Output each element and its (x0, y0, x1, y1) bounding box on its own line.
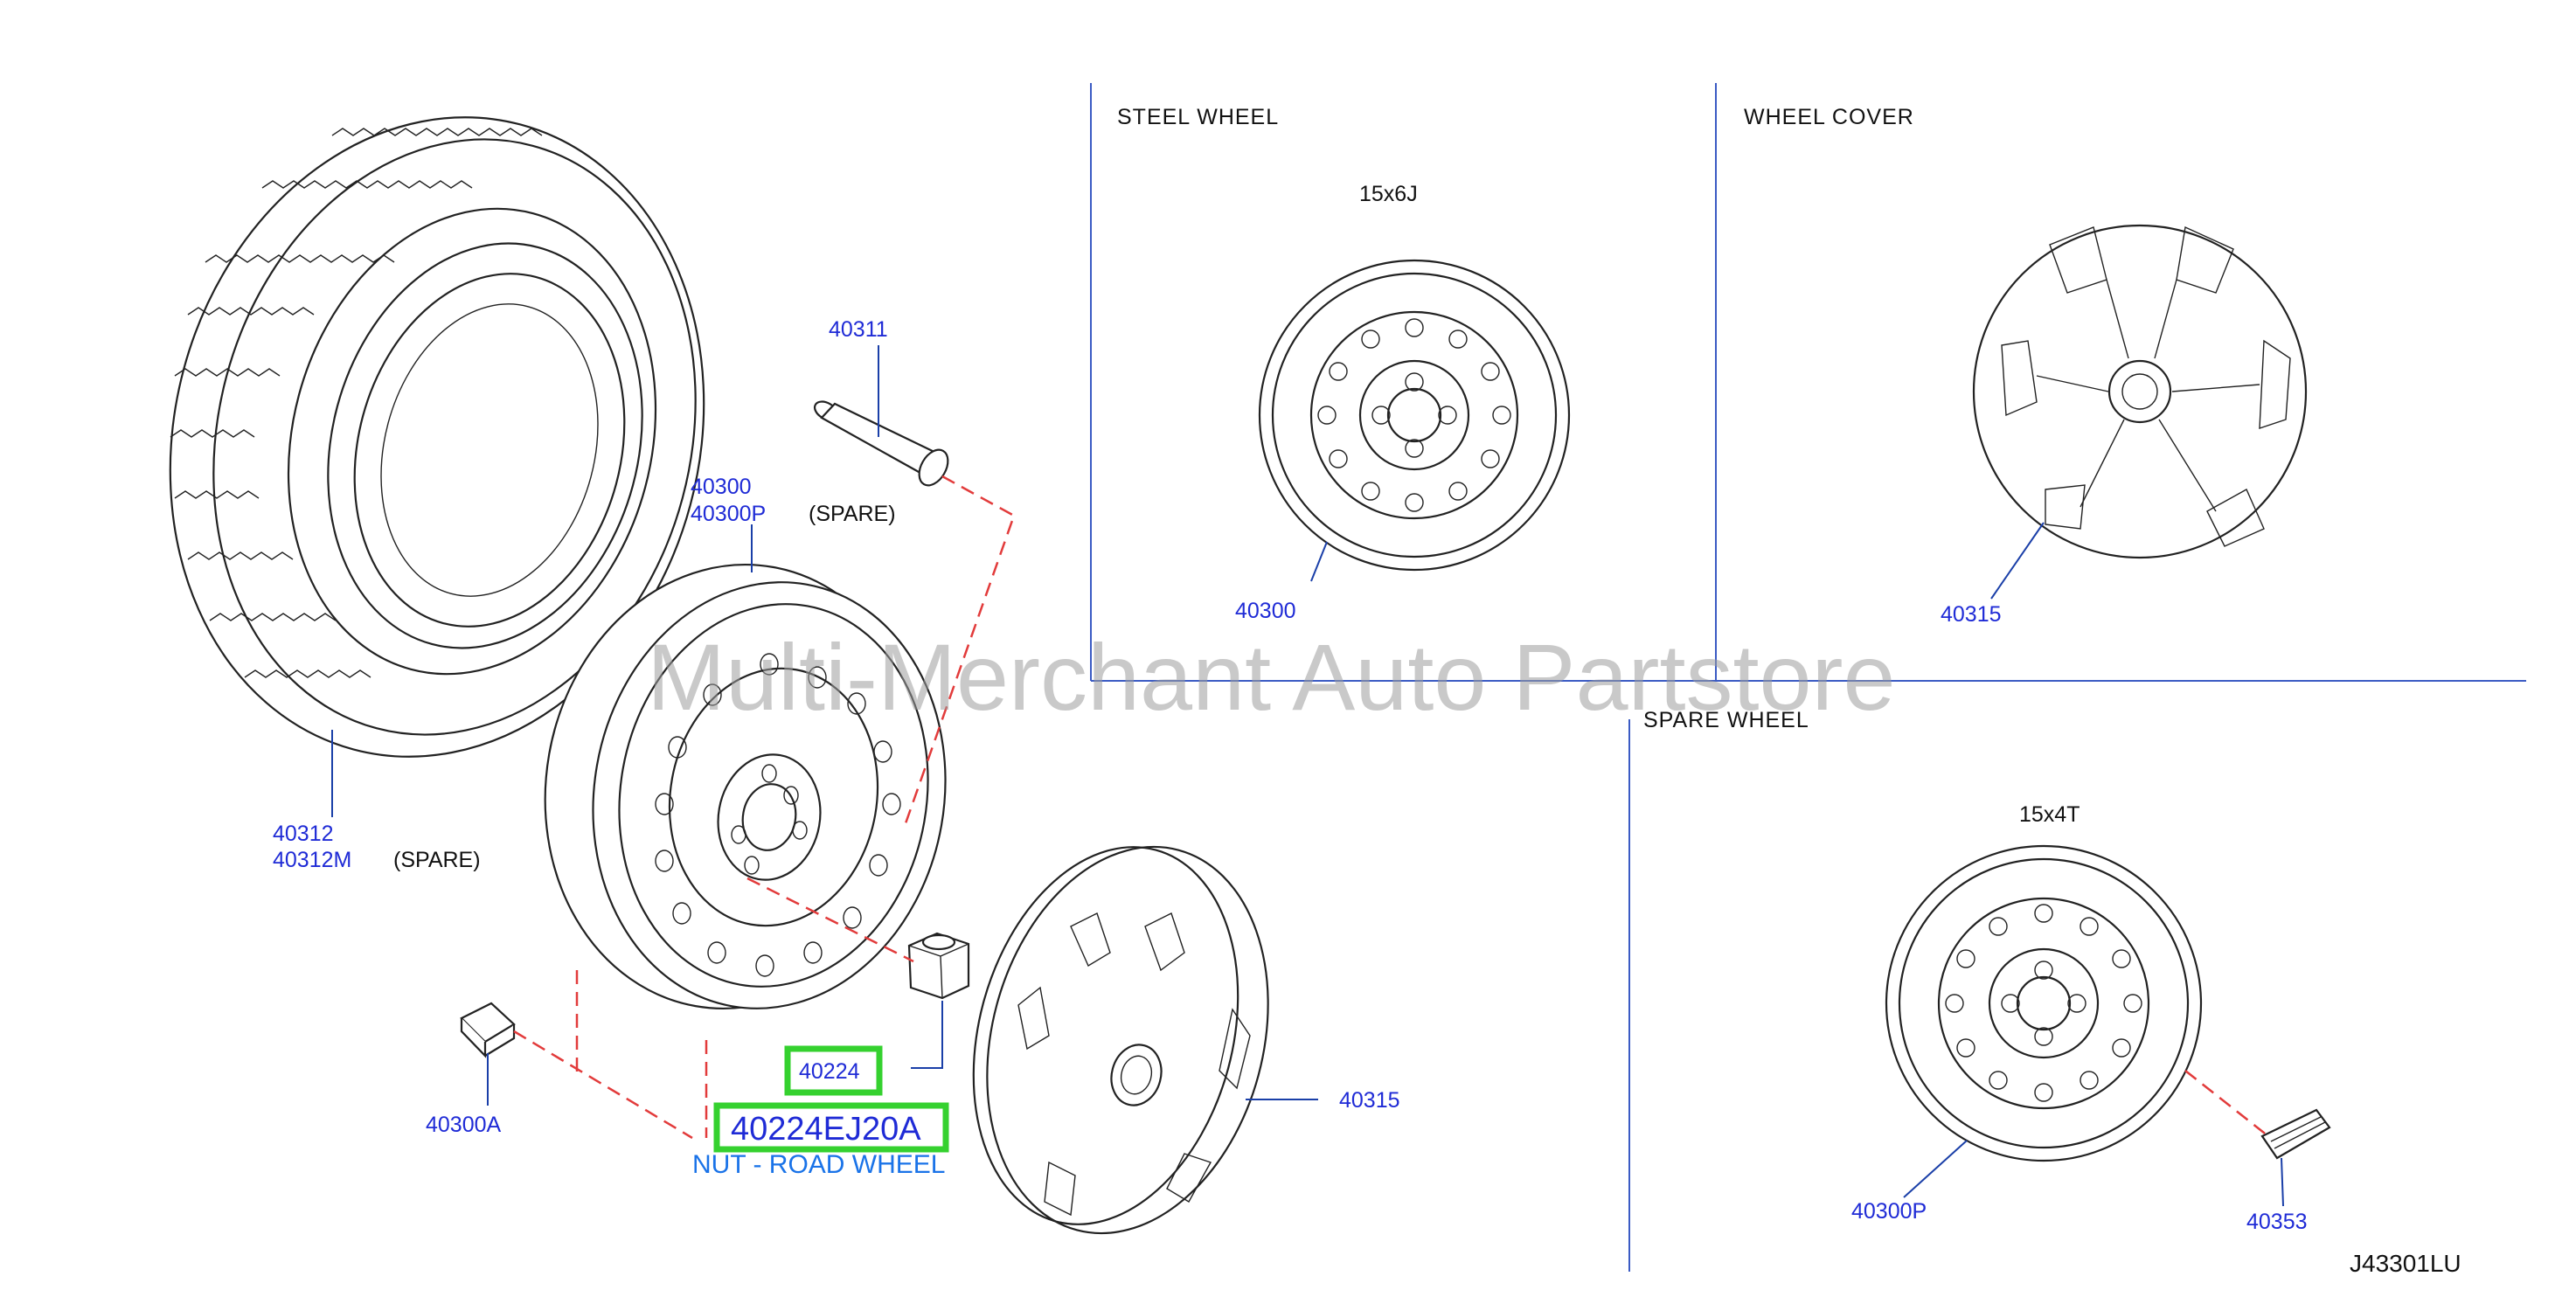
spare-wheel-leader (1903, 1140, 1968, 1198)
spare-weight-leader (2281, 1157, 2284, 1207)
callout-spare-wheel[interactable]: 40300P (1851, 1199, 1927, 1224)
callout-steel-wheel[interactable]: 40300 (1235, 599, 1296, 623)
callout-tire-spare[interactable]: 40312M (273, 848, 351, 872)
callout-wheel[interactable]: 40300 (691, 475, 752, 499)
watermark-text: Multi-Merchant Auto Partstore (647, 624, 1896, 730)
steel-wheel-leader (1310, 541, 1328, 582)
spare-wheel-front-illustration (1885, 844, 2203, 1162)
callout-nut[interactable]: 40224 (799, 1059, 860, 1084)
section-dividers (1090, 83, 2526, 1272)
callout-wheel-cover[interactable]: 40315 (1941, 602, 2002, 627)
diagram-code: J43301LU (2350, 1250, 2461, 1277)
steel-wheel-section-title: STEEL WHEEL (1117, 105, 1279, 129)
wheel-cover-front-illustration (1972, 224, 2308, 559)
part-number-highlight-box (713, 1102, 949, 1153)
callout-weight[interactable]: 40300A (426, 1113, 502, 1137)
tire-spare-note: (SPARE) (393, 848, 481, 872)
highlight-part-number[interactable]: 40224EJ20A (731, 1111, 921, 1148)
balance-weight-illustration (460, 1002, 516, 1058)
callout-wheel-spare[interactable]: 40300P (691, 502, 766, 526)
spare-weight-dashed-leader (2184, 1070, 2269, 1137)
assembly-dashed-leaders (513, 475, 1016, 1140)
callout-spare-weight[interactable]: 40353 (2246, 1210, 2308, 1234)
tire-illustration (169, 116, 705, 758)
nut-leader (911, 1001, 943, 1069)
steel-wheel-size: 15x6J (1359, 182, 1418, 206)
spare-weight-illustration (2260, 1108, 2331, 1160)
wheel-cover-section-title: WHEEL COVER (1744, 105, 1914, 129)
spare-wheel-size: 15x4T (2019, 802, 2080, 827)
wheel-nut-illustration (907, 932, 970, 1000)
callout-valve[interactable]: 40311 (829, 317, 888, 342)
nut-highlight-box (784, 1045, 883, 1096)
steel-wheel-front-illustration (1258, 259, 1571, 572)
highlight-description: NUT - ROAD WHEEL (692, 1150, 945, 1179)
wheel-cover-illustration (972, 845, 1269, 1235)
callout-tire[interactable]: 40312 (273, 822, 334, 846)
spare-wheel-section-title: SPARE WHEEL (1643, 708, 1809, 732)
road-wheel-illustration (544, 564, 947, 1009)
valve-stem-illustration (813, 400, 949, 487)
callout-cover[interactable]: 40315 (1339, 1088, 1400, 1113)
wheel-spare-note: (SPARE) (809, 502, 896, 526)
wheel-cover-leader (1990, 522, 2045, 600)
